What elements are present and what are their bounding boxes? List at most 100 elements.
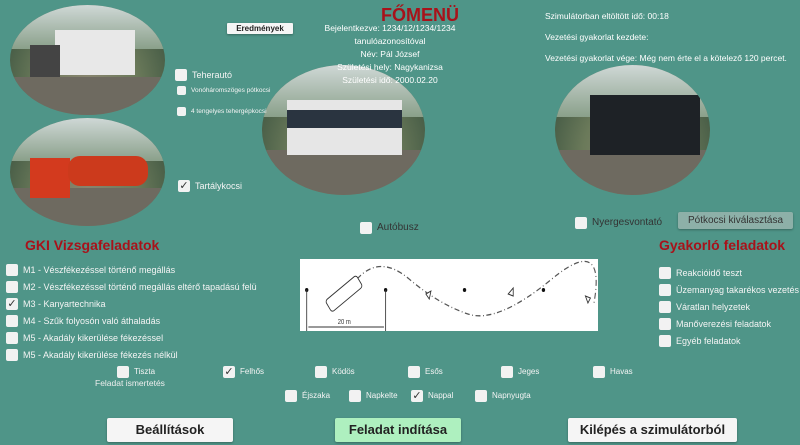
- checkbox[interactable]: [6, 280, 18, 293]
- start-task-button[interactable]: Feladat indítása: [335, 418, 461, 442]
- path-line: [356, 260, 597, 317]
- checkbox[interactable]: [6, 263, 18, 276]
- direction-arrow: [425, 286, 592, 305]
- settings-button[interactable]: Beállítások: [107, 418, 233, 442]
- option-label: M4 - Szűk folyosón való áthaladás: [23, 315, 161, 326]
- option-label: Reakcióidő teszt: [676, 267, 743, 278]
- option-label: Napnyugta: [492, 391, 531, 401]
- checkbox[interactable]: [659, 334, 671, 347]
- checkbox[interactable]: [408, 365, 420, 378]
- weather-3[interactable]: Esős: [408, 363, 443, 381]
- semi-truck-photo[interactable]: [555, 65, 710, 195]
- vehicle-bus[interactable]: Autóbusz: [360, 219, 419, 237]
- option-label: Üzemanyag takarékos vezetés: [676, 284, 800, 295]
- trailer-label: Vonóháromszöges pótkocsi: [191, 87, 271, 95]
- checkbox[interactable]: [475, 389, 487, 402]
- exam-item[interactable]: M5 - Akadály kikerülése fékezés nélkül: [6, 346, 178, 364]
- option-label: Esős: [425, 367, 443, 377]
- practice-end: Vezetési gyakorlat vége: Még nem érte el…: [545, 53, 787, 63]
- vehicle-tanker[interactable]: ✓ Tartálykocsi: [178, 177, 242, 195]
- check-icon: ✓: [178, 179, 190, 192]
- exam-item[interactable]: M1 - Vészfékezéssel történő megállás: [6, 261, 175, 279]
- cone-3: [462, 288, 467, 292]
- practice-start: Vezetési gyakorlat kezdete:: [545, 32, 649, 42]
- exam-item[interactable]: ✓ M3 - Kanyartechnika: [6, 295, 106, 313]
- results-button[interactable]: Eredmények: [227, 23, 293, 34]
- practice-item[interactable]: Üzemanyag takarékos vezetés: [659, 281, 799, 299]
- weather-0[interactable]: Tiszta: [117, 363, 155, 381]
- weather-5[interactable]: Havas: [593, 363, 633, 381]
- exam-item[interactable]: M5 - Akadály kikerülése fékezéssel: [6, 329, 163, 347]
- option-label: M5 - Akadály kikerülése fékezés nélkül: [23, 349, 178, 360]
- weather-2[interactable]: Ködös: [315, 363, 355, 381]
- four-axle-label: 4 tengelyes tehergépkocsi: [191, 108, 267, 116]
- daytime-3[interactable]: Napnyugta: [475, 387, 531, 405]
- option-label: Napkelte: [366, 391, 398, 401]
- practice-item[interactable]: Váratlan helyzetek: [659, 298, 750, 316]
- checkbox[interactable]: [659, 283, 671, 296]
- checkbox[interactable]: ✓: [411, 389, 423, 402]
- tanker-label: Tartálykocsi: [195, 180, 243, 191]
- distance-label: 20 m: [338, 319, 351, 327]
- vehicle-icon: [325, 275, 363, 312]
- checkbox[interactable]: [501, 365, 513, 378]
- exam-title: GKI Vizsgafeladatok: [25, 237, 160, 253]
- checkbox[interactable]: ✓: [223, 365, 235, 378]
- page-title: FŐMENÜ: [381, 5, 459, 25]
- checkbox[interactable]: [6, 314, 18, 327]
- option-label: Manőverezési feladatok: [676, 318, 772, 329]
- checkbox[interactable]: [659, 266, 671, 279]
- login-info: Bejelentkezve: 1234/12/1234/1234 tanulóa…: [324, 23, 456, 46]
- option-label: Éjszaka: [302, 391, 331, 401]
- practice-item[interactable]: Egyéb feladatok: [659, 332, 741, 350]
- tanker-photo[interactable]: [10, 118, 165, 226]
- practice-title: Gyakorló feladatok: [659, 237, 786, 253]
- birthdate: Születési idő: 2000.02.20: [342, 75, 438, 85]
- vehicle-trailer[interactable]: Vonóháromszöges pótkocsi: [177, 82, 271, 100]
- exit-button[interactable]: Kilépés a szimulátorból: [568, 418, 737, 442]
- truck-photo[interactable]: [10, 5, 165, 115]
- checkbox[interactable]: [315, 365, 327, 378]
- vehicle-four-axle[interactable]: 4 tengelyes tehergépkocsi: [177, 103, 267, 121]
- weather-1[interactable]: ✓ Felhős: [223, 363, 264, 381]
- option-label: Felhős: [240, 367, 265, 377]
- truck-label: Teherautó: [192, 69, 233, 80]
- option-label: M2 - Vészfékezéssel történő megállás elt…: [23, 281, 257, 292]
- checkbox[interactable]: [6, 331, 18, 344]
- daytime-1[interactable]: Napkelte: [349, 387, 398, 405]
- trailer-select-button[interactable]: Pótkocsi kiválasztása: [678, 212, 793, 229]
- birthplace: Születési hely: Nagykanizsa: [337, 62, 443, 72]
- vehicle-truck[interactable]: Teherautó: [175, 66, 232, 84]
- vehicle-semi[interactable]: Nyergesvontató: [575, 214, 662, 232]
- checkbox[interactable]: [593, 365, 605, 378]
- checkbox[interactable]: [659, 317, 671, 330]
- option-label: Nappal: [428, 391, 454, 401]
- checkbox[interactable]: [349, 389, 361, 402]
- daytime-0[interactable]: Éjszaka: [285, 387, 330, 405]
- option-label: Egyéb feladatok: [676, 335, 741, 346]
- checkbox[interactable]: [285, 389, 297, 402]
- option-label: M5 - Akadály kikerülése fékezéssel: [23, 332, 164, 343]
- semi-label: Nyergesvontató: [592, 217, 663, 229]
- option-label: Tiszta: [134, 367, 156, 377]
- cone-4: [541, 288, 546, 292]
- option-label: M1 - Vészfékezéssel történő megállás: [23, 264, 176, 275]
- task-description-link[interactable]: Feladat ismertetés: [95, 378, 165, 388]
- daytime-2[interactable]: ✓ Nappal: [411, 387, 453, 405]
- weather-4[interactable]: Jeges: [501, 363, 539, 381]
- task-diagram: 20 m: [300, 259, 598, 331]
- option-label: Havas: [610, 367, 633, 377]
- checkbox[interactable]: [659, 300, 671, 313]
- option-label: M3 - Kanyartechnika: [23, 298, 106, 309]
- checkbox[interactable]: ✓: [6, 297, 18, 310]
- checkbox[interactable]: [117, 365, 129, 378]
- checkbox[interactable]: [6, 348, 18, 361]
- practice-item[interactable]: Reakcióidő teszt: [659, 264, 742, 282]
- practice-item[interactable]: Manőverezési feladatok: [659, 315, 771, 333]
- option-label: Ködös: [332, 367, 355, 377]
- bus-photo[interactable]: [262, 65, 425, 195]
- bus-label: Autóbusz: [377, 222, 419, 234]
- option-label: Váratlan helyzetek: [676, 301, 751, 312]
- exam-item[interactable]: M4 - Szűk folyosón való áthaladás: [6, 312, 160, 330]
- exam-item[interactable]: M2 - Vészfékezéssel történő megállás elt…: [6, 278, 257, 296]
